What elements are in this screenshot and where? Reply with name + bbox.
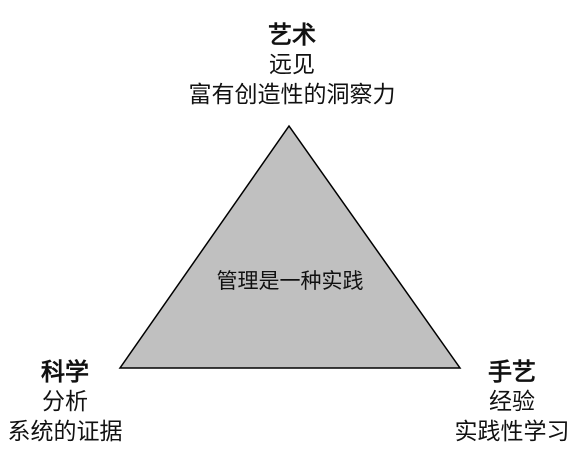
art-line-insight: 富有创造性的洞察力 (188, 82, 396, 108)
science-line-analysis: 分析 (42, 389, 88, 415)
science-line-evidence: 系统的证据 (7, 419, 123, 445)
center-practice-label: 管理是一种实践 (216, 269, 364, 293)
craft-line-learning: 实践性学习 (454, 419, 570, 445)
science-vertex-label: 科学 分析 系统的证据 (0, 357, 132, 447)
art-vertex-label: 艺术 远见 富有创造性的洞察力 (0, 20, 584, 110)
science-title: 科学 (41, 357, 89, 386)
craft-vertex-label: 手艺 经验 实践性学习 (441, 357, 583, 447)
craft-line-experience: 经验 (489, 389, 535, 415)
art-line-vision: 远见 (269, 52, 315, 78)
practice-triangle (118, 124, 462, 369)
craft-title: 手艺 (488, 357, 536, 386)
art-title: 艺术 (268, 20, 316, 49)
